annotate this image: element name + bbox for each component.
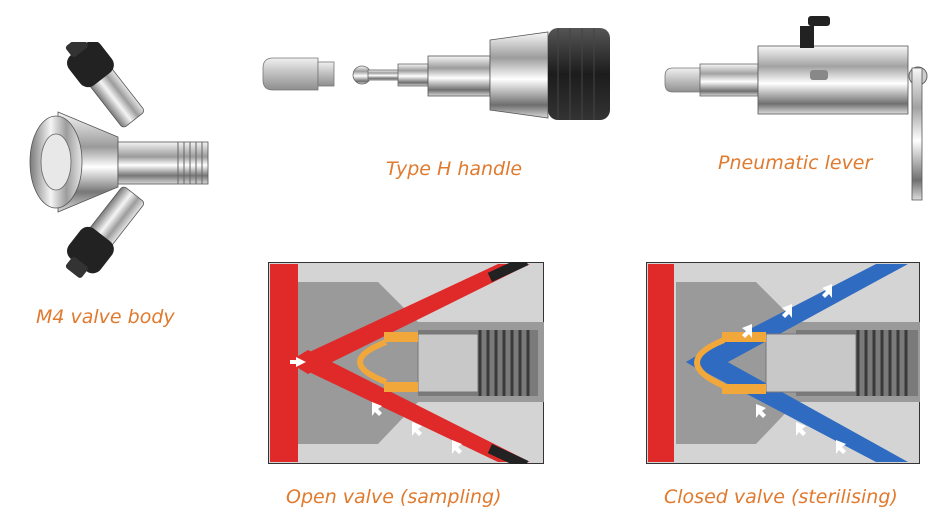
m4-valve-body-image bbox=[18, 42, 233, 282]
open-valve-caption: Open valve (sampling) bbox=[286, 486, 502, 508]
m4-valve-body-caption: M4 valve body bbox=[36, 306, 175, 328]
open-valve-diagram bbox=[268, 262, 544, 464]
type-h-handle-image bbox=[258, 20, 618, 130]
type-h-handle-caption: Type H handle bbox=[386, 158, 523, 180]
pneumatic-lever-image bbox=[660, 10, 940, 202]
closed-valve-caption: Closed valve (sterilising) bbox=[664, 486, 898, 508]
flow-arrow-icon bbox=[290, 357, 462, 454]
pneumatic-lever-caption: Pneumatic lever bbox=[718, 152, 873, 174]
closed-valve-diagram bbox=[646, 262, 920, 464]
flow-arrow-icon bbox=[742, 284, 846, 454]
